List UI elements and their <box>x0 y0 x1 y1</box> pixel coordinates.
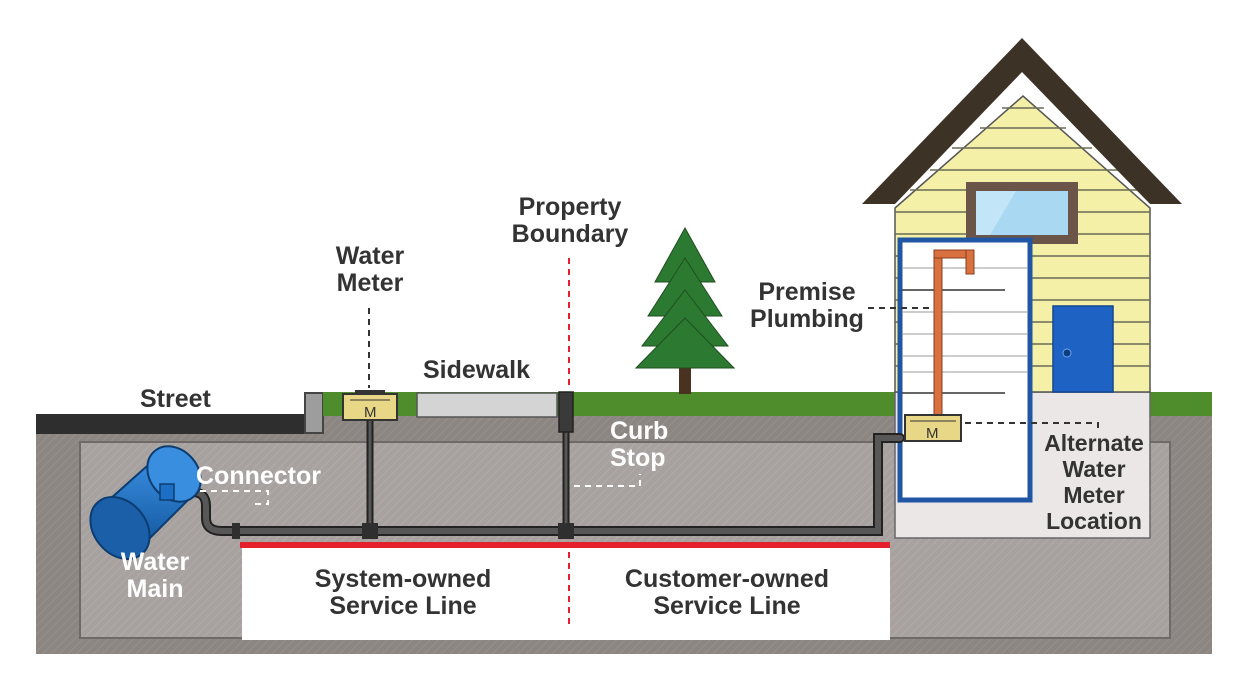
water-meter-label-line2: Meter <box>336 269 404 297</box>
property-boundary-label-line1: Property <box>518 193 622 221</box>
alternate-meter-label-line3: Meter <box>1063 482 1125 508</box>
sidewalk-slab <box>416 392 558 418</box>
alternate-meter-label: Alternate Water Meter Location <box>1032 430 1156 534</box>
roof <box>862 38 1182 204</box>
tree <box>634 226 736 394</box>
alternate-meter-label-line1: Alternate <box>1044 430 1144 456</box>
street-label: Street <box>140 385 211 413</box>
water-main-label: Water Main <box>110 549 200 603</box>
property-boundary-label: Property Boundary <box>500 194 640 248</box>
curb-stop-label-line2: Stop <box>610 444 666 472</box>
alternate-meter-label-line4: Location <box>1046 508 1142 534</box>
premise-plumbing-label-line1: Premise <box>758 278 856 306</box>
sidewalk-label: Sidewalk <box>423 356 530 384</box>
water-meter-label-line1: Water <box>335 242 405 270</box>
water-meter-label: Water Meter <box>312 243 428 297</box>
customer-owned-label-line1: Customer-owned <box>624 565 830 593</box>
water-meter-box: M <box>342 390 398 421</box>
system-owned-label-line2: Service Line <box>329 592 477 620</box>
premise-plumbing-label: Premise Plumbing <box>742 279 872 333</box>
ownership-box <box>242 544 890 640</box>
customer-owned-label: Customer-owned Service Line <box>592 566 862 620</box>
alternate-meter-label-line2: Water <box>1062 456 1126 482</box>
curb-stop-label: Curb Stop <box>610 418 668 472</box>
property-boundary-label-line2: Boundary <box>511 220 629 248</box>
water-main <box>89 445 202 560</box>
water-main-label-line1: Water <box>120 548 190 576</box>
system-owned-label: System-owned Service Line <box>290 566 516 620</box>
leader-lines <box>200 258 1099 628</box>
curb-stop-label-line1: Curb <box>610 417 669 445</box>
meter-fitting <box>362 523 378 539</box>
street-surface <box>36 414 308 434</box>
service-line-pipe <box>167 414 905 536</box>
house-door <box>1052 305 1114 393</box>
curb-stop-riser <box>558 391 574 433</box>
customer-owned-label-line2: Service Line <box>653 592 801 620</box>
ownership-red-line <box>240 542 890 548</box>
curb-stop-fitting <box>558 523 574 539</box>
meter-symbol: M <box>364 404 377 421</box>
connector-fitting <box>232 523 240 539</box>
alternate-meter-symbol: M <box>926 425 939 442</box>
connector-label: Connector <box>196 462 321 490</box>
door-knob <box>1062 348 1072 358</box>
premise-frame <box>897 237 1033 503</box>
water-main-label-line2: Main <box>126 575 184 603</box>
alternate-meter-box: M <box>904 414 962 442</box>
system-owned-label-line1: System-owned <box>314 565 492 593</box>
premise-plumbing-label-line2: Plumbing <box>750 305 864 333</box>
curb <box>304 392 324 434</box>
